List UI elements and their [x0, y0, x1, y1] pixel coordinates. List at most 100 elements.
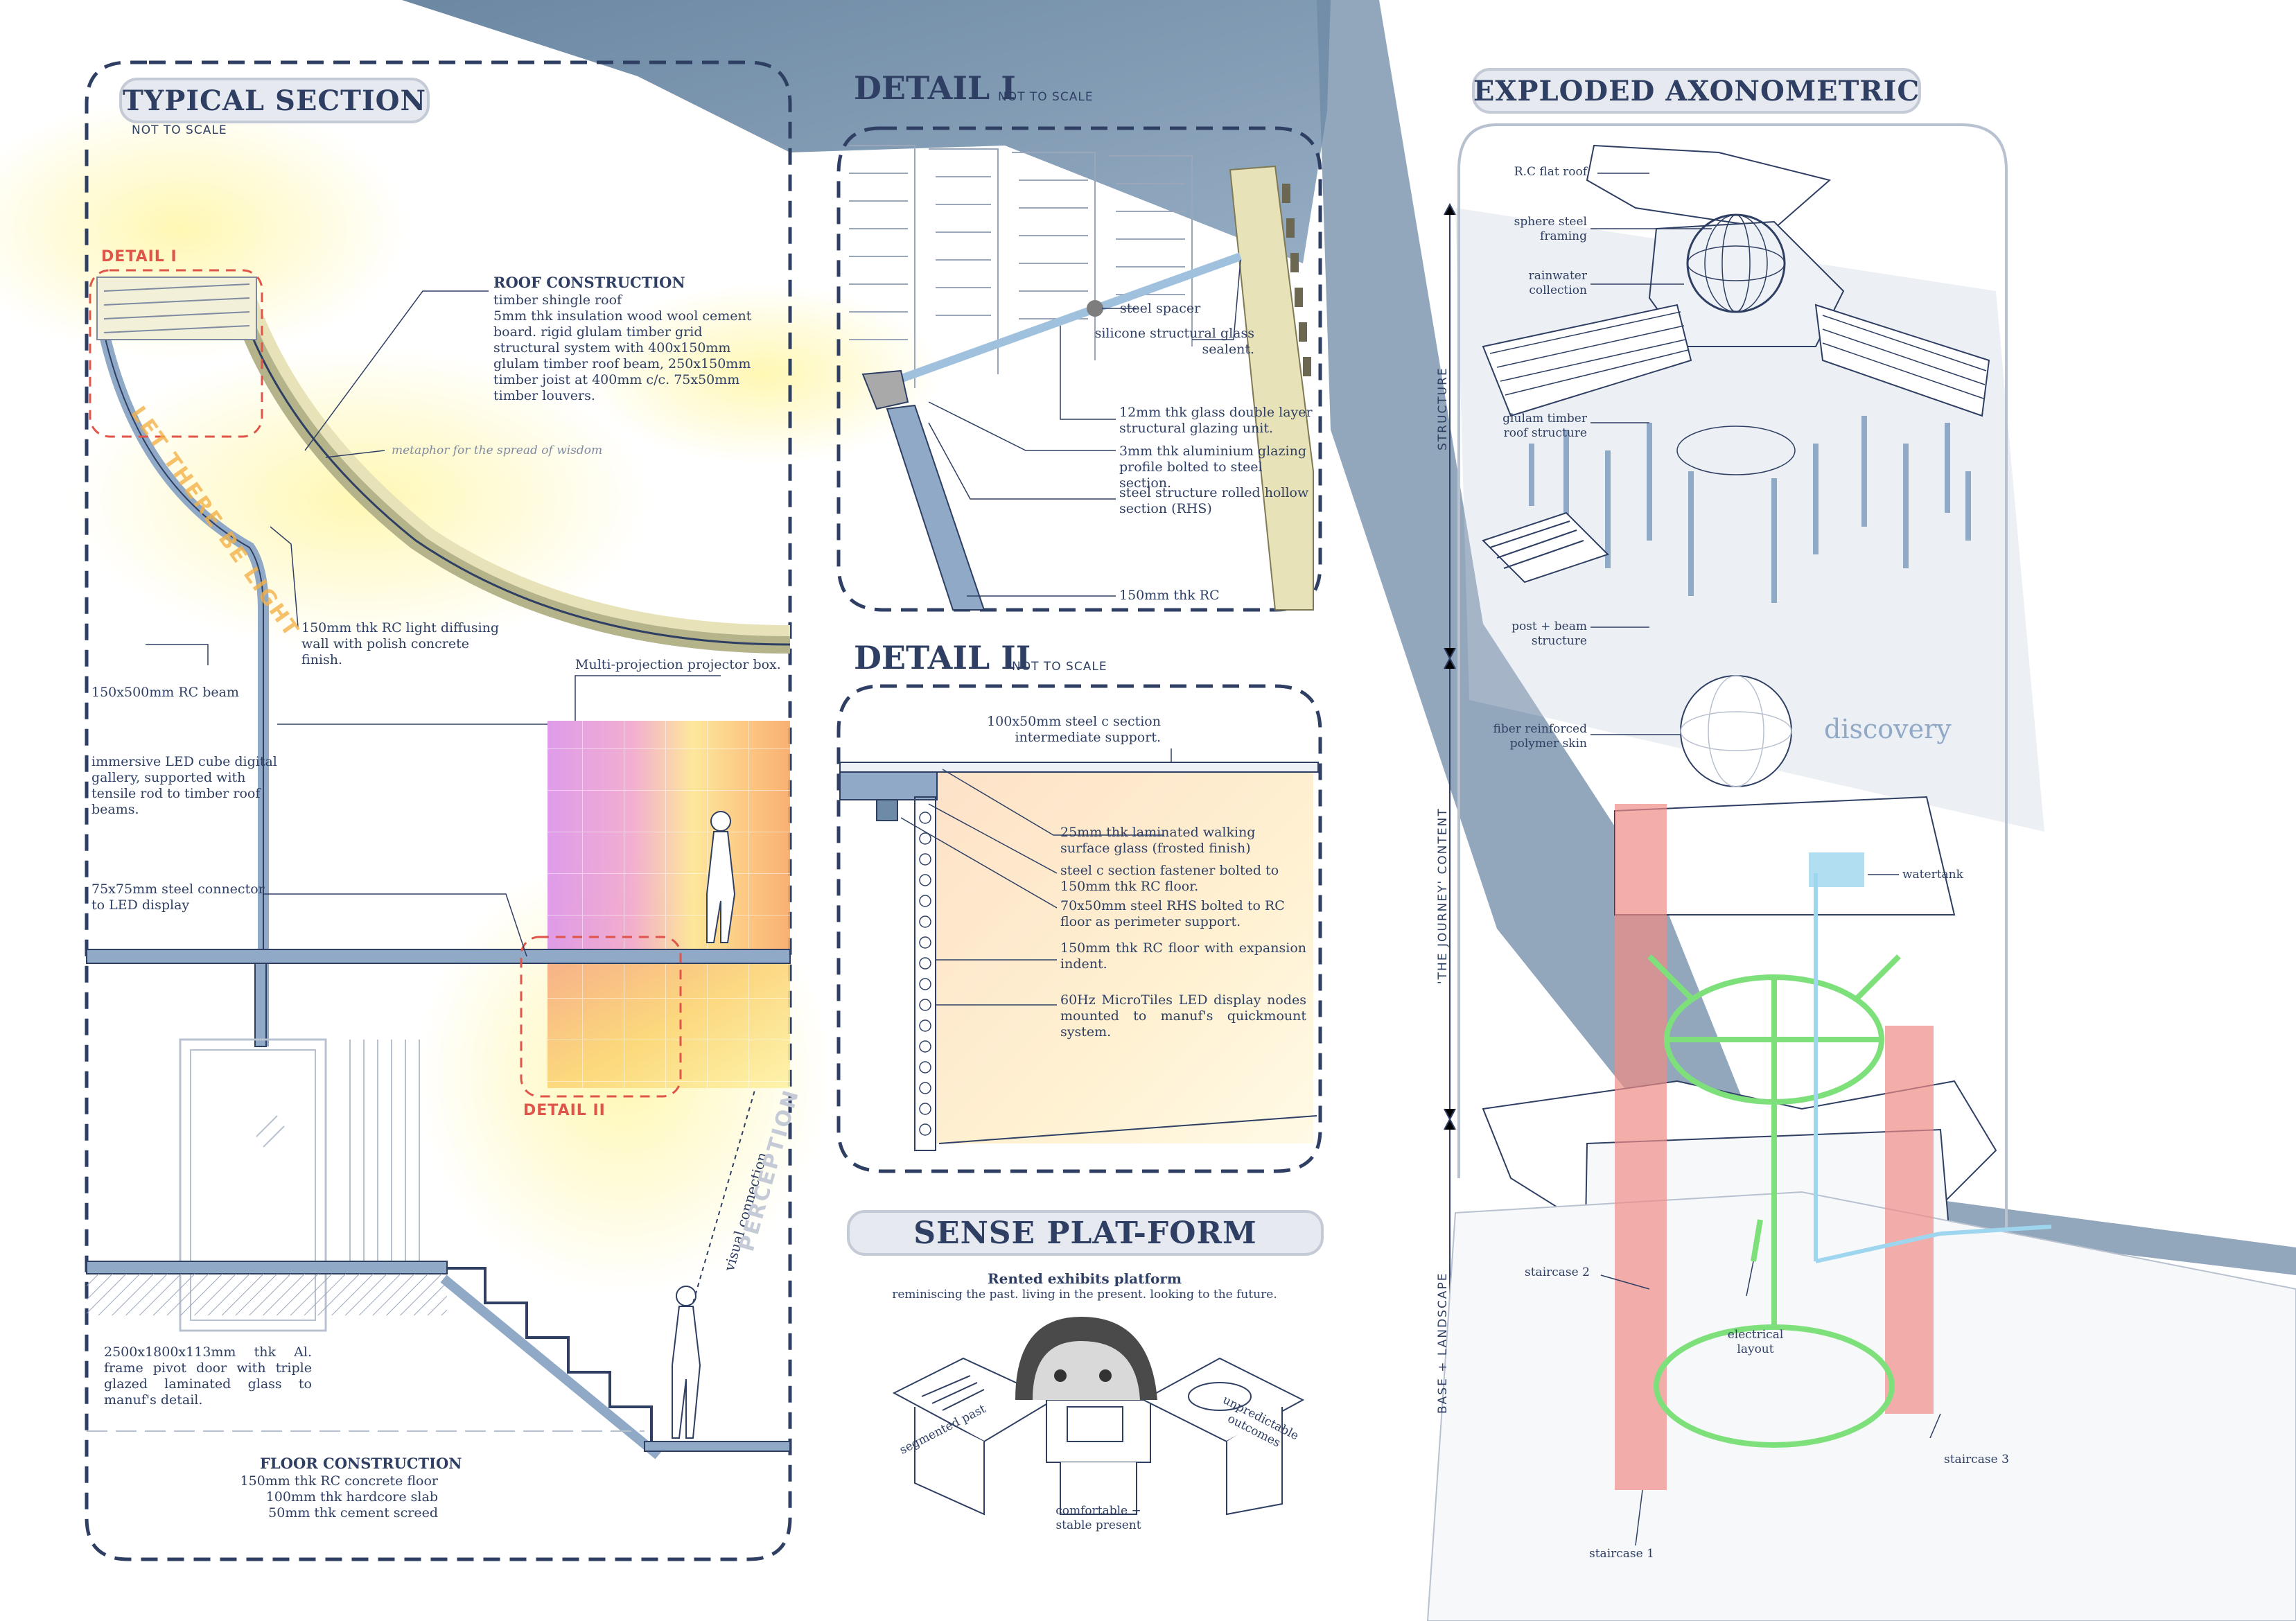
comfortable-label: comfortable + stable present: [1055, 1504, 1141, 1532]
sense-platform-drawing: [892, 1357, 1305, 1516]
person-figure: [672, 811, 736, 1439]
rc-beam-note: 150x500mm RC beam: [91, 685, 239, 700]
rainwater-label: rainwater collection: [1528, 269, 1587, 297]
axo-glulam-lines: [1489, 311, 1987, 399]
light-haze: [582, 284, 943, 464]
watertank-label: watertank: [1902, 868, 1963, 882]
glass-label: 12mm thk glass double layer structural g…: [1119, 405, 1313, 436]
aluminium-profile: [861, 369, 909, 410]
pivot-door-note: 2500x1800x113mm thk Al. frame pivot door…: [104, 1344, 312, 1408]
axo-leaders: [1590, 173, 1941, 1546]
c-section-label: 100x50mm steel c section intermediate su…: [987, 714, 1161, 745]
staircase-section: [444, 1267, 665, 1450]
electrical-label: electrical layout: [1727, 1328, 1784, 1356]
roof-outline: [234, 290, 791, 646]
microtiles-label: 60Hz MicroTiles LED display nodes mounte…: [1060, 992, 1306, 1040]
glulam-label: glulam timber roof structure: [1502, 412, 1587, 440]
flat-roof-label: R.C flat roof: [1514, 165, 1587, 179]
steel-spacer: [1087, 300, 1103, 317]
detail-2-title: DETAIL II: [854, 639, 1031, 676]
pivot-door: [179, 1038, 327, 1332]
detail-1-leaders: [928, 259, 1241, 597]
axo-frame: [1497, 123, 2008, 1601]
axo-posts: [1529, 416, 1971, 603]
detail-2-led-wash: [936, 769, 1313, 1144]
fiber-skin-sphere: [1680, 675, 1792, 787]
roof-construction-body: timber shingle roof 5mm thk insulation w…: [493, 292, 752, 403]
axo-water-pipes: [1814, 873, 2052, 1263]
typical-section-frame: [85, 60, 792, 1561]
column: [254, 963, 267, 1047]
detail-1-rc-wall: [886, 404, 985, 611]
detail-2-nodes: [919, 812, 931, 1136]
exploded-axo-title: EXPLODED AXONOMETRIC: [1472, 68, 1921, 114]
detail-2-leaders: [900, 748, 1172, 1006]
detail-2-marker-box: [520, 936, 682, 1098]
roof-construction-heading: ROOF CONSTRUCTION: [493, 274, 685, 291]
detail-2-led-column: [914, 796, 936, 1151]
detail-2-rhs-label: 70x50mm steel RHS bolted to RC floor as …: [1060, 898, 1285, 929]
typical-section-title: TYPICAL SECTION: [119, 78, 430, 123]
rc-label: 150mm thk RC: [1119, 588, 1220, 603]
sphere-framing-label: sphere steel framing: [1514, 215, 1587, 243]
floor-construction-body: 150mm thk RC concrete floor 100mm thk ha…: [240, 1473, 438, 1521]
sense-platform-title: SENSE PLAT-FORM: [847, 1210, 1324, 1256]
upper-floor-slab: [86, 949, 791, 964]
visual-connection-arrow: [692, 1087, 756, 1304]
rhs-label: steel structure rolled hollow section (R…: [1119, 485, 1309, 516]
detail-2-rc-floor: [839, 771, 938, 800]
fastener-label: steel c section fastener bolted to 150mm…: [1060, 863, 1279, 894]
stair-stringer: [440, 1274, 662, 1460]
led-grid: [547, 721, 790, 956]
fiber-skin-label: fiber reinforced polymer skin: [1493, 722, 1587, 751]
staircase-2-label: staircase 2: [1525, 1265, 1590, 1279]
detail-1-subtitle: NOT TO SCALE: [998, 90, 1094, 104]
detail-2-frame: [836, 684, 1322, 1173]
floor-construction-heading: FLOOR CONSTRUCTION: [260, 1455, 462, 1472]
sky-band: [402, 0, 1331, 263]
sense-platform-heading: Rented exhibits platform: [987, 1270, 1182, 1287]
ground-floor-slab: [86, 1261, 448, 1274]
discovery-label: discovery: [1824, 714, 1952, 744]
walking-glass-label: 25mm thk laminated walking surface glass…: [1060, 825, 1256, 856]
detail-1-title: DETAIL I: [854, 69, 1016, 107]
roof-louvers: [96, 277, 257, 340]
sense-platform-tagline: reminiscing the past. living in the pres…: [892, 1288, 1277, 1302]
lower-slab: [644, 1441, 791, 1452]
detail-1-roof-beam: [1229, 165, 1314, 611]
detail-2-subtitle: NOT TO SCALE: [1012, 660, 1107, 674]
face-photo: [1015, 1317, 1157, 1400]
detail-2-rhs: [876, 799, 898, 821]
axo-post-beam: [1482, 511, 1609, 584]
steel-spacer-label: steel spacer: [1120, 301, 1201, 316]
axo-electrical: [1647, 954, 1901, 1448]
roof-shingle-curve: [240, 282, 791, 636]
sky-band-right: [1317, 0, 2296, 1275]
light-wall-note: 150mm thk RC light diffusing wall with p…: [301, 620, 500, 667]
structure-axis-label: STRUCTURE: [1436, 367, 1450, 450]
detail-2-glass-floor: [839, 762, 1319, 773]
detail-1-louvers: [849, 145, 1193, 388]
metaphor-note: metaphor for the spread of wisdom: [392, 444, 603, 457]
steel-connector-note: 75x75mm steel connector to LED display: [91, 882, 265, 913]
post-beam-label: post + beam structure: [1511, 620, 1587, 648]
detail-1-shingles: [1282, 184, 1311, 376]
staircase-1-label: staircase 1: [1589, 1547, 1654, 1561]
journey-axis-label: 'THE JOURNEY' CONTENT: [1436, 807, 1450, 984]
detail-1-marker-box: [89, 269, 263, 438]
stair-balustrade: [349, 1040, 420, 1268]
aluminium-label: 3mm thk aluminium glazing profile bolted…: [1119, 444, 1306, 491]
hardcore-hatch: [87, 1274, 447, 1315]
detail-2-floor-label: 150mm thk RC floor with expansion indent…: [1060, 940, 1306, 972]
detail-2-marker-label: DETAIL II: [523, 1102, 606, 1119]
detail-2-base-line: [938, 1115, 1317, 1144]
section-leaders: [146, 290, 721, 957]
led-gallery-note: immersive LED cube digital gallery, supp…: [91, 754, 277, 817]
detail-1-marker-label: DETAIL I: [101, 248, 177, 265]
detail-1-glazing: [892, 252, 1243, 385]
staircase-3-label: staircase 3: [1944, 1453, 2009, 1466]
typical-section-subtitle: NOT TO SCALE: [132, 123, 227, 137]
axo-watertank: [1809, 852, 1864, 887]
silicone-label: silicone structural glass sealent.: [1094, 326, 1254, 357]
